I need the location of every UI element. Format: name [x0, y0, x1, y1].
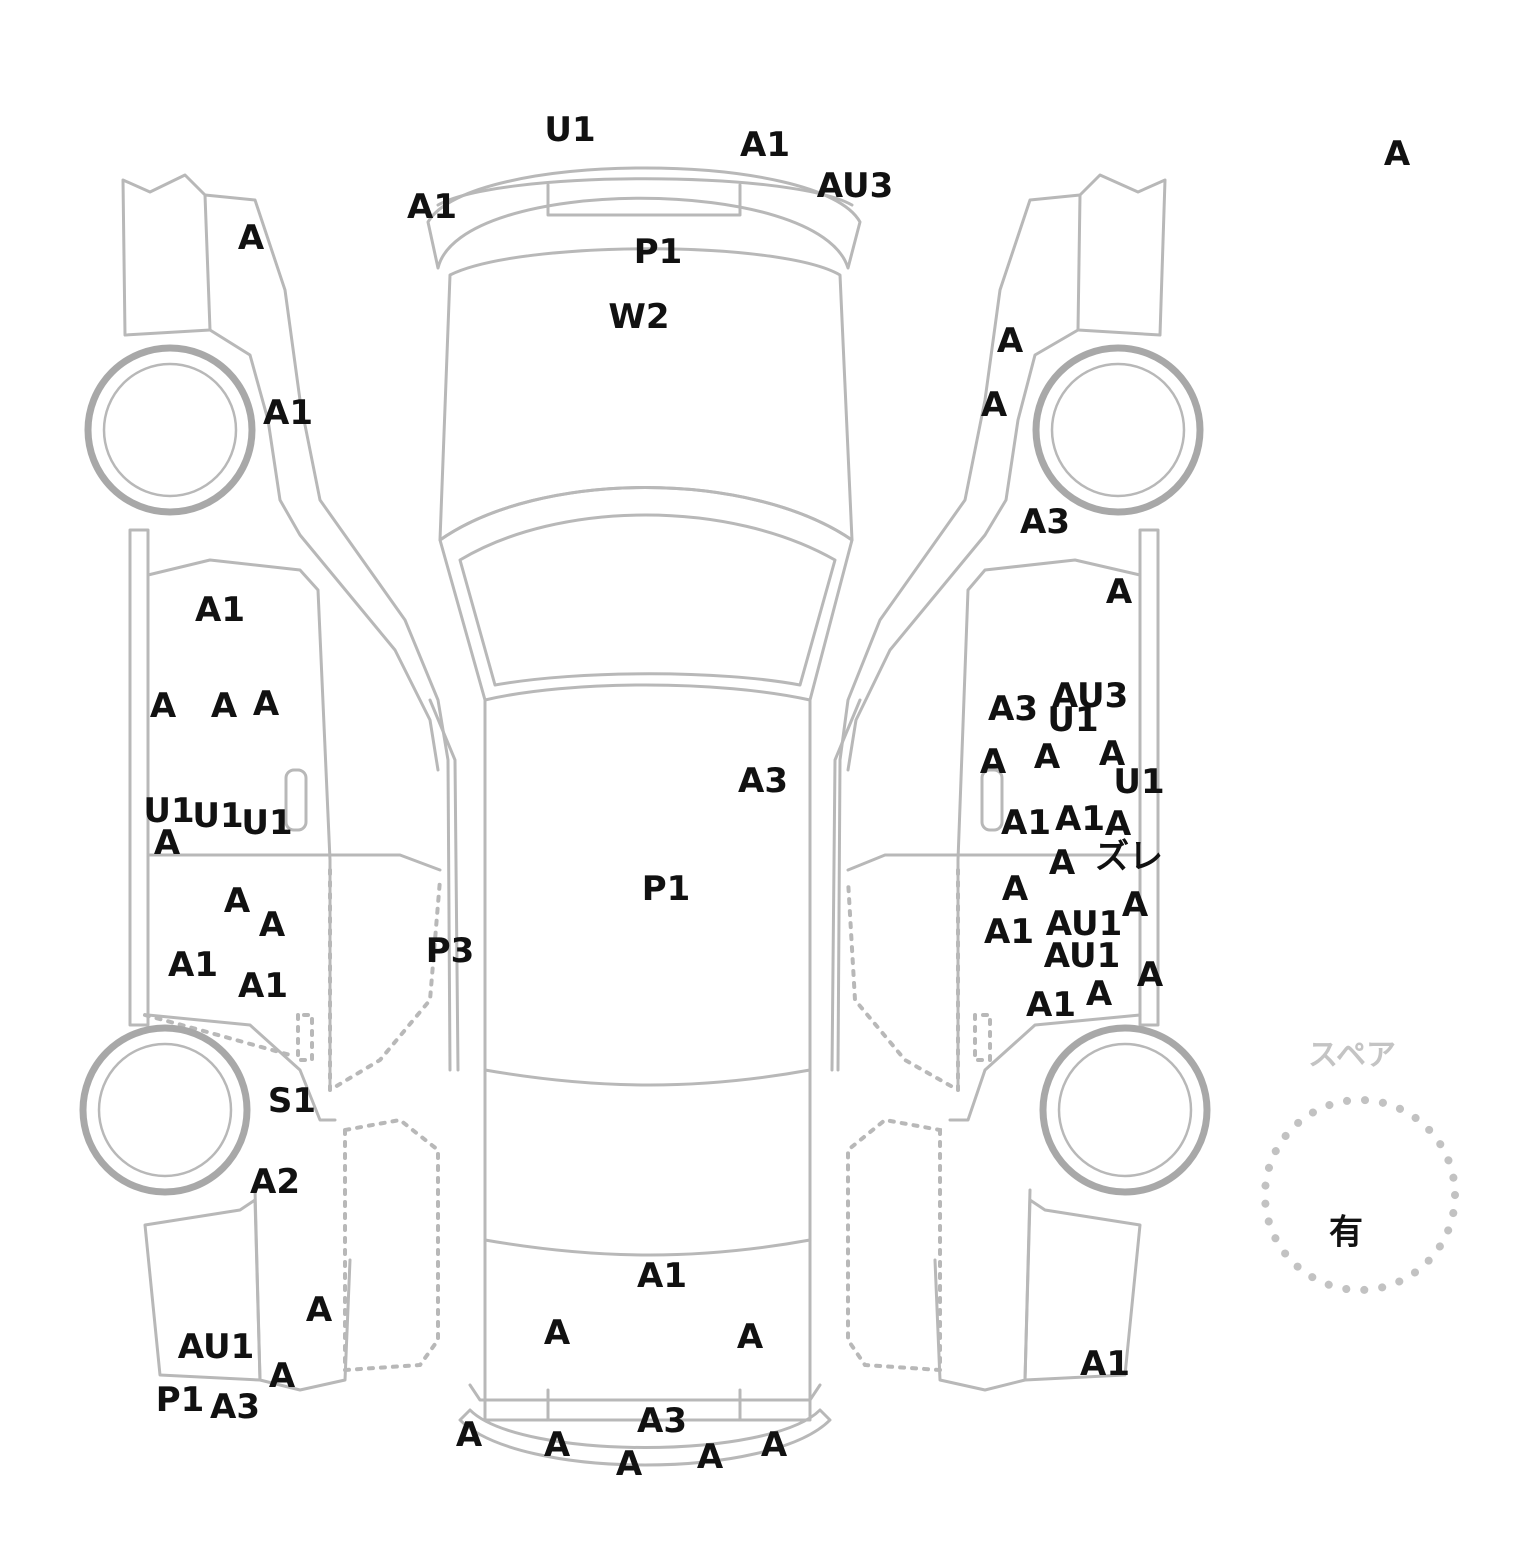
damage-mark: A: [1085, 974, 1113, 1014]
damage-mark: A1: [263, 393, 313, 433]
spare-tyre-status: 有: [1329, 1212, 1363, 1253]
damage-mark: A: [736, 1317, 764, 1357]
damage-mark: A: [1098, 734, 1126, 774]
damage-mark: A3: [988, 689, 1038, 729]
damage-mark: P1: [641, 869, 691, 909]
damage-mark: A3: [210, 1387, 260, 1427]
damage-mark: A: [268, 1356, 296, 1396]
damage-mark: A1: [168, 945, 218, 985]
damage-mark: A: [210, 686, 238, 726]
damage-mark: P3: [425, 931, 475, 971]
damage-mark: A: [1048, 843, 1076, 883]
damage-mark: A: [980, 385, 1008, 425]
damage-mark: A3: [637, 1401, 687, 1441]
damage-mark: A: [543, 1425, 571, 1465]
damage-mark: A1: [195, 590, 245, 630]
damage-mark: A: [696, 1437, 724, 1477]
damage-mark: U1: [241, 803, 293, 843]
damage-mark: U1: [1113, 762, 1165, 802]
damage-mark: A: [153, 823, 181, 863]
damage-mark: A1: [637, 1256, 687, 1296]
damage-mark: A: [760, 1425, 788, 1465]
damage-mark: A: [1104, 804, 1132, 844]
damage-mark: AU3: [816, 166, 894, 206]
damage-mark: U1: [544, 110, 596, 150]
damage-mark: A: [149, 686, 177, 726]
damage-mark: A: [1001, 869, 1029, 909]
damage-mark: A: [996, 321, 1024, 361]
damage-mark: A: [223, 881, 251, 921]
damage-mark: A: [1105, 572, 1133, 612]
damage-mark: A1: [1001, 803, 1051, 843]
damage-mark: U1: [192, 796, 244, 836]
damage-mark: A1: [984, 912, 1034, 952]
damage-mark: P1: [155, 1380, 205, 1420]
right-side-view: [836, 173, 1211, 1392]
damage-mark: U1: [143, 791, 195, 831]
spare-tyre-label: スペア: [1308, 1038, 1396, 1073]
damage-mark: A: [543, 1313, 571, 1353]
corner-grade-mark: A: [1383, 134, 1411, 174]
top-view: [426, 166, 862, 1467]
damage-mark: U1: [1047, 700, 1099, 740]
damage-mark: A1: [407, 187, 457, 227]
left-side-view: [79, 173, 452, 1392]
damage-mark: A1: [238, 966, 288, 1006]
damage-mark: S1: [267, 1081, 317, 1121]
damage-mark: A: [237, 218, 265, 258]
damage-mark: A: [615, 1444, 643, 1484]
damage-mark: A1: [740, 125, 790, 165]
damage-mark: A1: [1026, 985, 1076, 1025]
damage-mark: AU1: [177, 1327, 255, 1367]
damage-mark: A2: [250, 1162, 300, 1202]
damage-mark: A: [1121, 885, 1149, 925]
damage-mark: A: [1136, 955, 1164, 995]
damage-mark: A1: [1055, 799, 1105, 839]
damage-mark: A: [1033, 737, 1061, 777]
damage-mark: A1: [1080, 1344, 1130, 1384]
damage-mark: W2: [608, 297, 670, 337]
damage-mark: A: [305, 1290, 333, 1330]
damage-mark: A: [979, 742, 1007, 782]
damage-mark: AU1: [1045, 904, 1123, 944]
damage-mark: AU1: [1043, 936, 1121, 976]
damage-mark: P1: [633, 232, 683, 272]
damage-mark: AU3: [1051, 676, 1129, 716]
damage-mark: A: [252, 684, 280, 724]
spare-tyre-ring: [1261, 1096, 1459, 1294]
damage-mark: ズレ: [1095, 837, 1163, 877]
damage-mark: A: [258, 905, 286, 945]
damage-mark: A3: [738, 761, 788, 801]
damage-mark: A: [455, 1415, 483, 1455]
damage-mark: A3: [1020, 502, 1070, 542]
